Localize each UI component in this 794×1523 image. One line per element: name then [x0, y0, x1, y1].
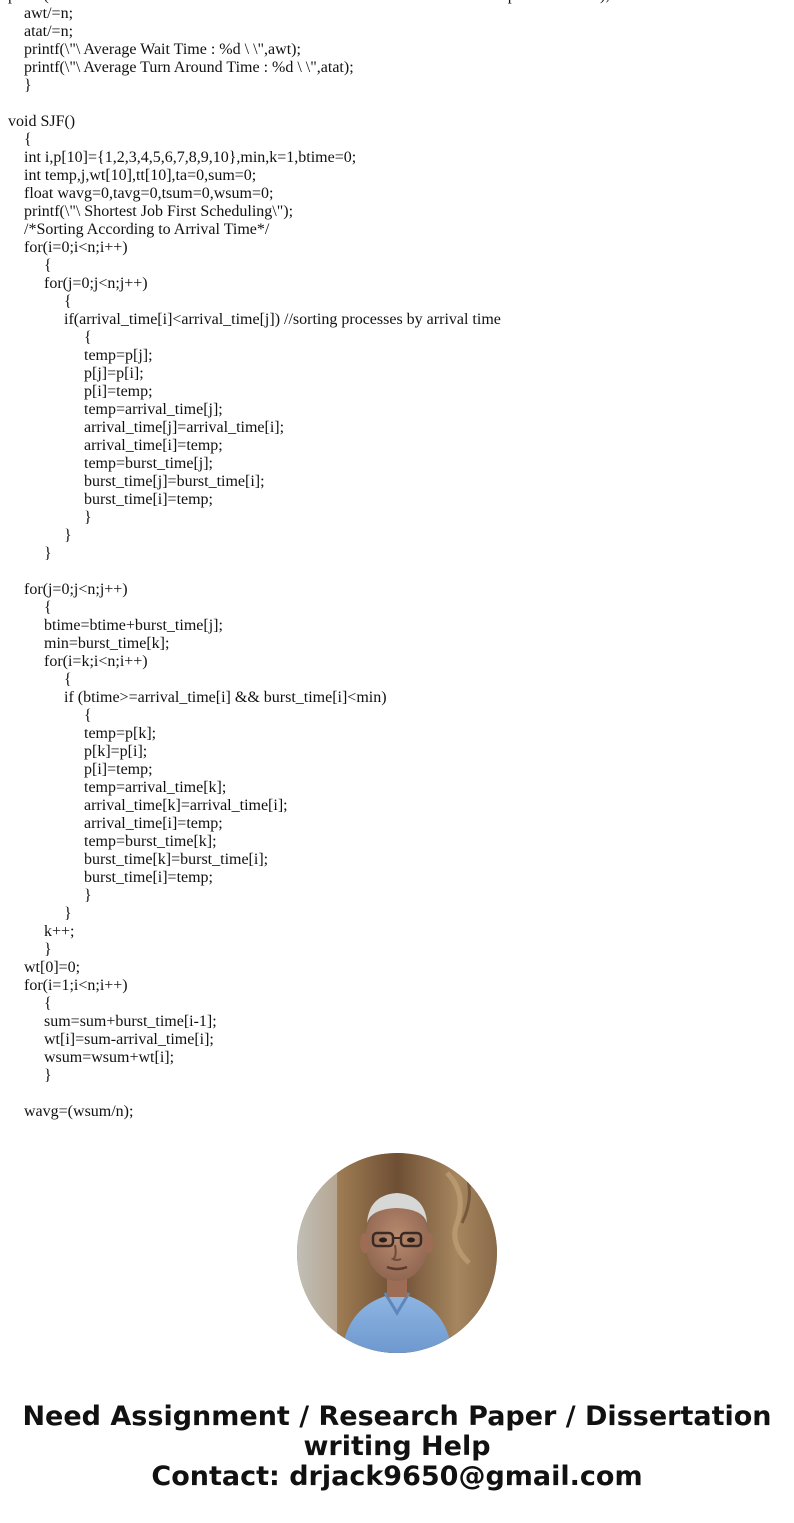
- code-line: temp=p[j];: [8, 347, 153, 364]
- code-line: [8, 95, 788, 113]
- code-line: {: [8, 671, 72, 688]
- code-line: wt[0]=0;: [8, 959, 81, 976]
- code-block: printf(\"\ Process Burst Time Arrival Ti…: [8, 0, 788, 1122]
- code-line: for(i=0;i<n;i++): [8, 239, 128, 256]
- code-line: {: [8, 707, 92, 724]
- code-line: }: [8, 527, 72, 544]
- person-photo-icon: [297, 1153, 497, 1353]
- code-line: arrival_time[j]=arrival_time[i];: [8, 419, 285, 436]
- code-line: min=burst_time[k];: [8, 635, 170, 652]
- code-line: burst_time[j]=burst_time[i];: [8, 473, 265, 490]
- code-line: float wavg=0,tavg=0,tsum=0,wsum=0;: [8, 185, 274, 202]
- code-viewer[interactable]: printf(\"\ Process Burst Time Arrival Ti…: [0, 0, 794, 1122]
- code-line: arrival_time[i]=temp;: [8, 815, 223, 832]
- code-line: }: [8, 77, 32, 94]
- code-line: }: [8, 545, 52, 562]
- code-line: wt[i]=sum-arrival_time[i];: [8, 1031, 214, 1048]
- code-line: printf(\"\ Shortest Job First Scheduling…: [8, 203, 294, 220]
- code-line: {: [8, 329, 92, 346]
- code-line: for(i=0;i<n;i++): [8, 1121, 788, 1122]
- code-line: if(arrival_time[i]<arrival_time[j]) //so…: [8, 311, 501, 328]
- code-line: }: [8, 509, 92, 526]
- code-line: temp=arrival_time[k];: [8, 779, 227, 796]
- footer-help-text: Need Assignment / Research Paper / Disse…: [22, 1401, 772, 1462]
- code-line: p[i]=temp;: [8, 761, 153, 778]
- code-line: int temp,j,wt[10],tt[10],ta=0,sum=0;: [8, 167, 257, 184]
- code-line: btime=btime+burst_time[j];: [8, 617, 223, 634]
- code-line: for(i=k;i<n;i++): [8, 653, 148, 670]
- avatar: [297, 1153, 497, 1353]
- footer-contact: Need Assignment / Research Paper / Disse…: [0, 1402, 794, 1492]
- code-line: }: [8, 941, 52, 958]
- code-line: printf(\"\ Process Burst Time Arrival Ti…: [8, 0, 788, 5]
- footer-contact-email[interactable]: Contact: drjack9650@gmail.com: [151, 1461, 643, 1492]
- code-line: burst_time[k]=burst_time[i];: [8, 851, 269, 868]
- code-line: /*Sorting According to Arrival Time*/: [8, 221, 270, 238]
- code-line: if (btime>=arrival_time[i] && burst_time…: [8, 689, 387, 706]
- code-line: }: [8, 1067, 52, 1084]
- code-line: arrival_time[k]=arrival_time[i];: [8, 797, 288, 814]
- code-line: p[j]=p[i];: [8, 365, 144, 382]
- code-line: for(j=0;j<n;j++): [8, 581, 128, 598]
- code-line: burst_time[i]=temp;: [8, 491, 213, 508]
- code-line: p[i]=temp;: [8, 383, 153, 400]
- code-line: for(j=0;j<n;j++): [8, 275, 148, 292]
- code-line: {: [8, 995, 52, 1012]
- code-line: sum=sum+burst_time[i-1];: [8, 1013, 217, 1030]
- code-line: [8, 1085, 788, 1103]
- code-line: temp=p[k];: [8, 725, 157, 742]
- code-line: {: [8, 257, 52, 274]
- code-line: {: [8, 131, 32, 148]
- code-line: atat/=n;: [8, 23, 74, 40]
- code-line: temp=burst_time[k];: [8, 833, 217, 850]
- code-line: p[k]=p[i];: [8, 743, 148, 760]
- code-line: {: [8, 599, 52, 616]
- code-line: temp=burst_time[j];: [8, 455, 213, 472]
- code-line: void SJF(): [8, 113, 76, 130]
- code-line: for(i=1;i<n;i++): [8, 977, 128, 994]
- code-line: [8, 563, 788, 581]
- code-line: wsum=wsum+wt[i];: [8, 1049, 175, 1066]
- code-line: k++;: [8, 923, 75, 940]
- code-line: awt/=n;: [8, 5, 74, 22]
- code-line: }: [8, 905, 72, 922]
- code-line: printf(\"\ Average Wait Time : %d \ \",a…: [8, 41, 301, 58]
- code-line: arrival_time[i]=temp;: [8, 437, 223, 454]
- code-line: }: [8, 887, 92, 904]
- code-line: temp=arrival_time[j];: [8, 401, 223, 418]
- code-line: wavg=(wsum/n);: [8, 1103, 134, 1120]
- code-line: {: [8, 293, 72, 310]
- code-line: burst_time[i]=temp;: [8, 869, 213, 886]
- code-line: int i,p[10]={1,2,3,4,5,6,7,8,9,10},min,k…: [8, 149, 357, 166]
- code-line: printf(\"\ Average Turn Around Time : %d…: [8, 59, 354, 76]
